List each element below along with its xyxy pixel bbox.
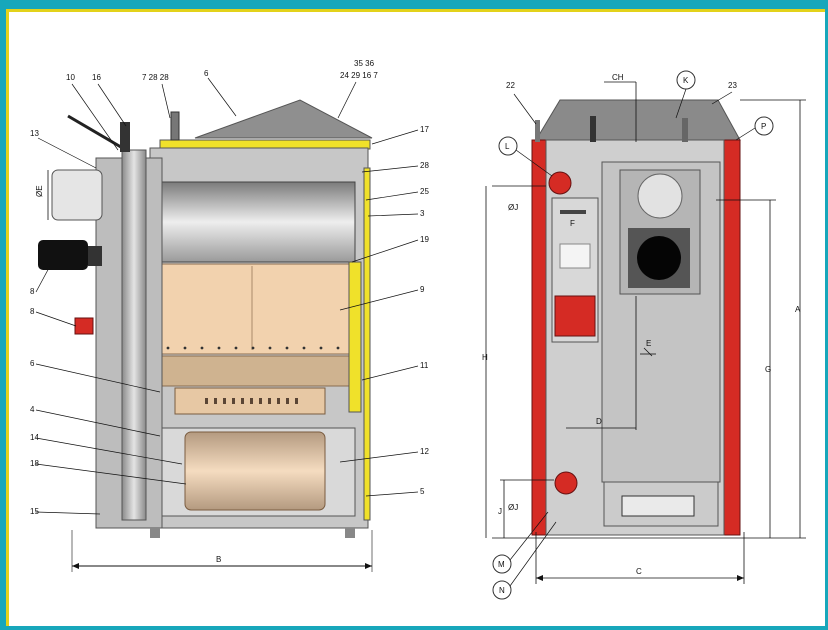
callout-6: 6 [204, 69, 209, 78]
door-yellow-frame [348, 261, 362, 413]
callout-24-29-16-7: 24 29 16 7 [340, 71, 378, 80]
control-label [559, 243, 591, 269]
dim-label-ch: CH [612, 73, 624, 82]
callout-18: 18 [30, 459, 39, 468]
flue-outlet [51, 169, 103, 221]
refractory-dots [166, 346, 340, 350]
burner [38, 240, 88, 270]
heat-exchanger-drum [159, 181, 356, 263]
callout-8b: 8 [30, 307, 35, 316]
dim-label-f: F [570, 219, 575, 228]
callout-28: 28 [420, 161, 429, 170]
callout-8: 8 [30, 287, 35, 296]
control-red-button [554, 295, 596, 337]
right-yellow-tube [363, 167, 371, 521]
refractory-chamber [159, 263, 356, 355]
callout-17: 17 [420, 125, 429, 134]
front-hood [535, 99, 741, 141]
left-vertical-pipe [121, 149, 147, 521]
callout-19: 19 [420, 235, 429, 244]
callout-13: 13 [30, 129, 39, 138]
dim-label-d: D [596, 417, 602, 426]
callout-4: 4 [30, 405, 35, 414]
callout-35-36: 35 36 [354, 59, 375, 68]
callout-7-28-28: 7 28 28 [142, 73, 169, 82]
dim-label-h: H [482, 353, 488, 362]
callout-23: 23 [728, 81, 737, 90]
dim-label-flue: ØE [35, 185, 44, 197]
callout-p: P [761, 122, 766, 131]
side-view: B ØE 10 [30, 59, 429, 572]
callout-15: 15 [30, 507, 39, 516]
flue-circle [637, 173, 683, 219]
dim-label-a: A [795, 305, 801, 314]
grate-slots [205, 398, 298, 404]
connector-bottom [554, 471, 578, 495]
side-leader-lines [35, 77, 419, 515]
callout-12: 12 [420, 447, 429, 456]
dim-label-g: G [765, 365, 771, 374]
ash-cylinder [184, 431, 326, 511]
callout-k: K [683, 76, 689, 85]
callout-22: 22 [506, 81, 515, 90]
dim-label-e: E [646, 339, 651, 348]
callout-11: 11 [420, 361, 429, 370]
callout-16: 16 [92, 73, 101, 82]
burner-opening [637, 236, 681, 280]
front-callouts [492, 70, 774, 600]
callout-25: 25 [420, 187, 429, 196]
roof-cover [194, 99, 373, 139]
connector-top [548, 171, 572, 195]
callout-14: 14 [30, 433, 39, 442]
dim-label-j: J [498, 507, 502, 516]
callout-3: 3 [420, 209, 425, 218]
callout-10: 10 [66, 73, 75, 82]
dim-label-d1: ØJ [508, 203, 518, 212]
dim-label-b: B [216, 555, 221, 564]
dim-label-d2: ØJ [508, 503, 518, 512]
front-view: 22 23 K L P M N CH C H A G D E J F ØJ ØJ [482, 70, 806, 600]
callout-5: 5 [420, 487, 425, 496]
red-handle [74, 317, 94, 335]
callout-9: 9 [420, 285, 425, 294]
dim-label-c: C [636, 567, 642, 576]
ash-door-vent [621, 495, 695, 517]
front-dim-lines [485, 81, 806, 584]
callout-l: L [505, 142, 510, 151]
right-red-casing [723, 139, 741, 536]
callout-m: M [498, 560, 505, 569]
grate-zone [159, 355, 356, 387]
callout-6b: 6 [30, 359, 35, 368]
top-pipe-valve [120, 122, 130, 152]
callout-n: N [499, 586, 505, 595]
